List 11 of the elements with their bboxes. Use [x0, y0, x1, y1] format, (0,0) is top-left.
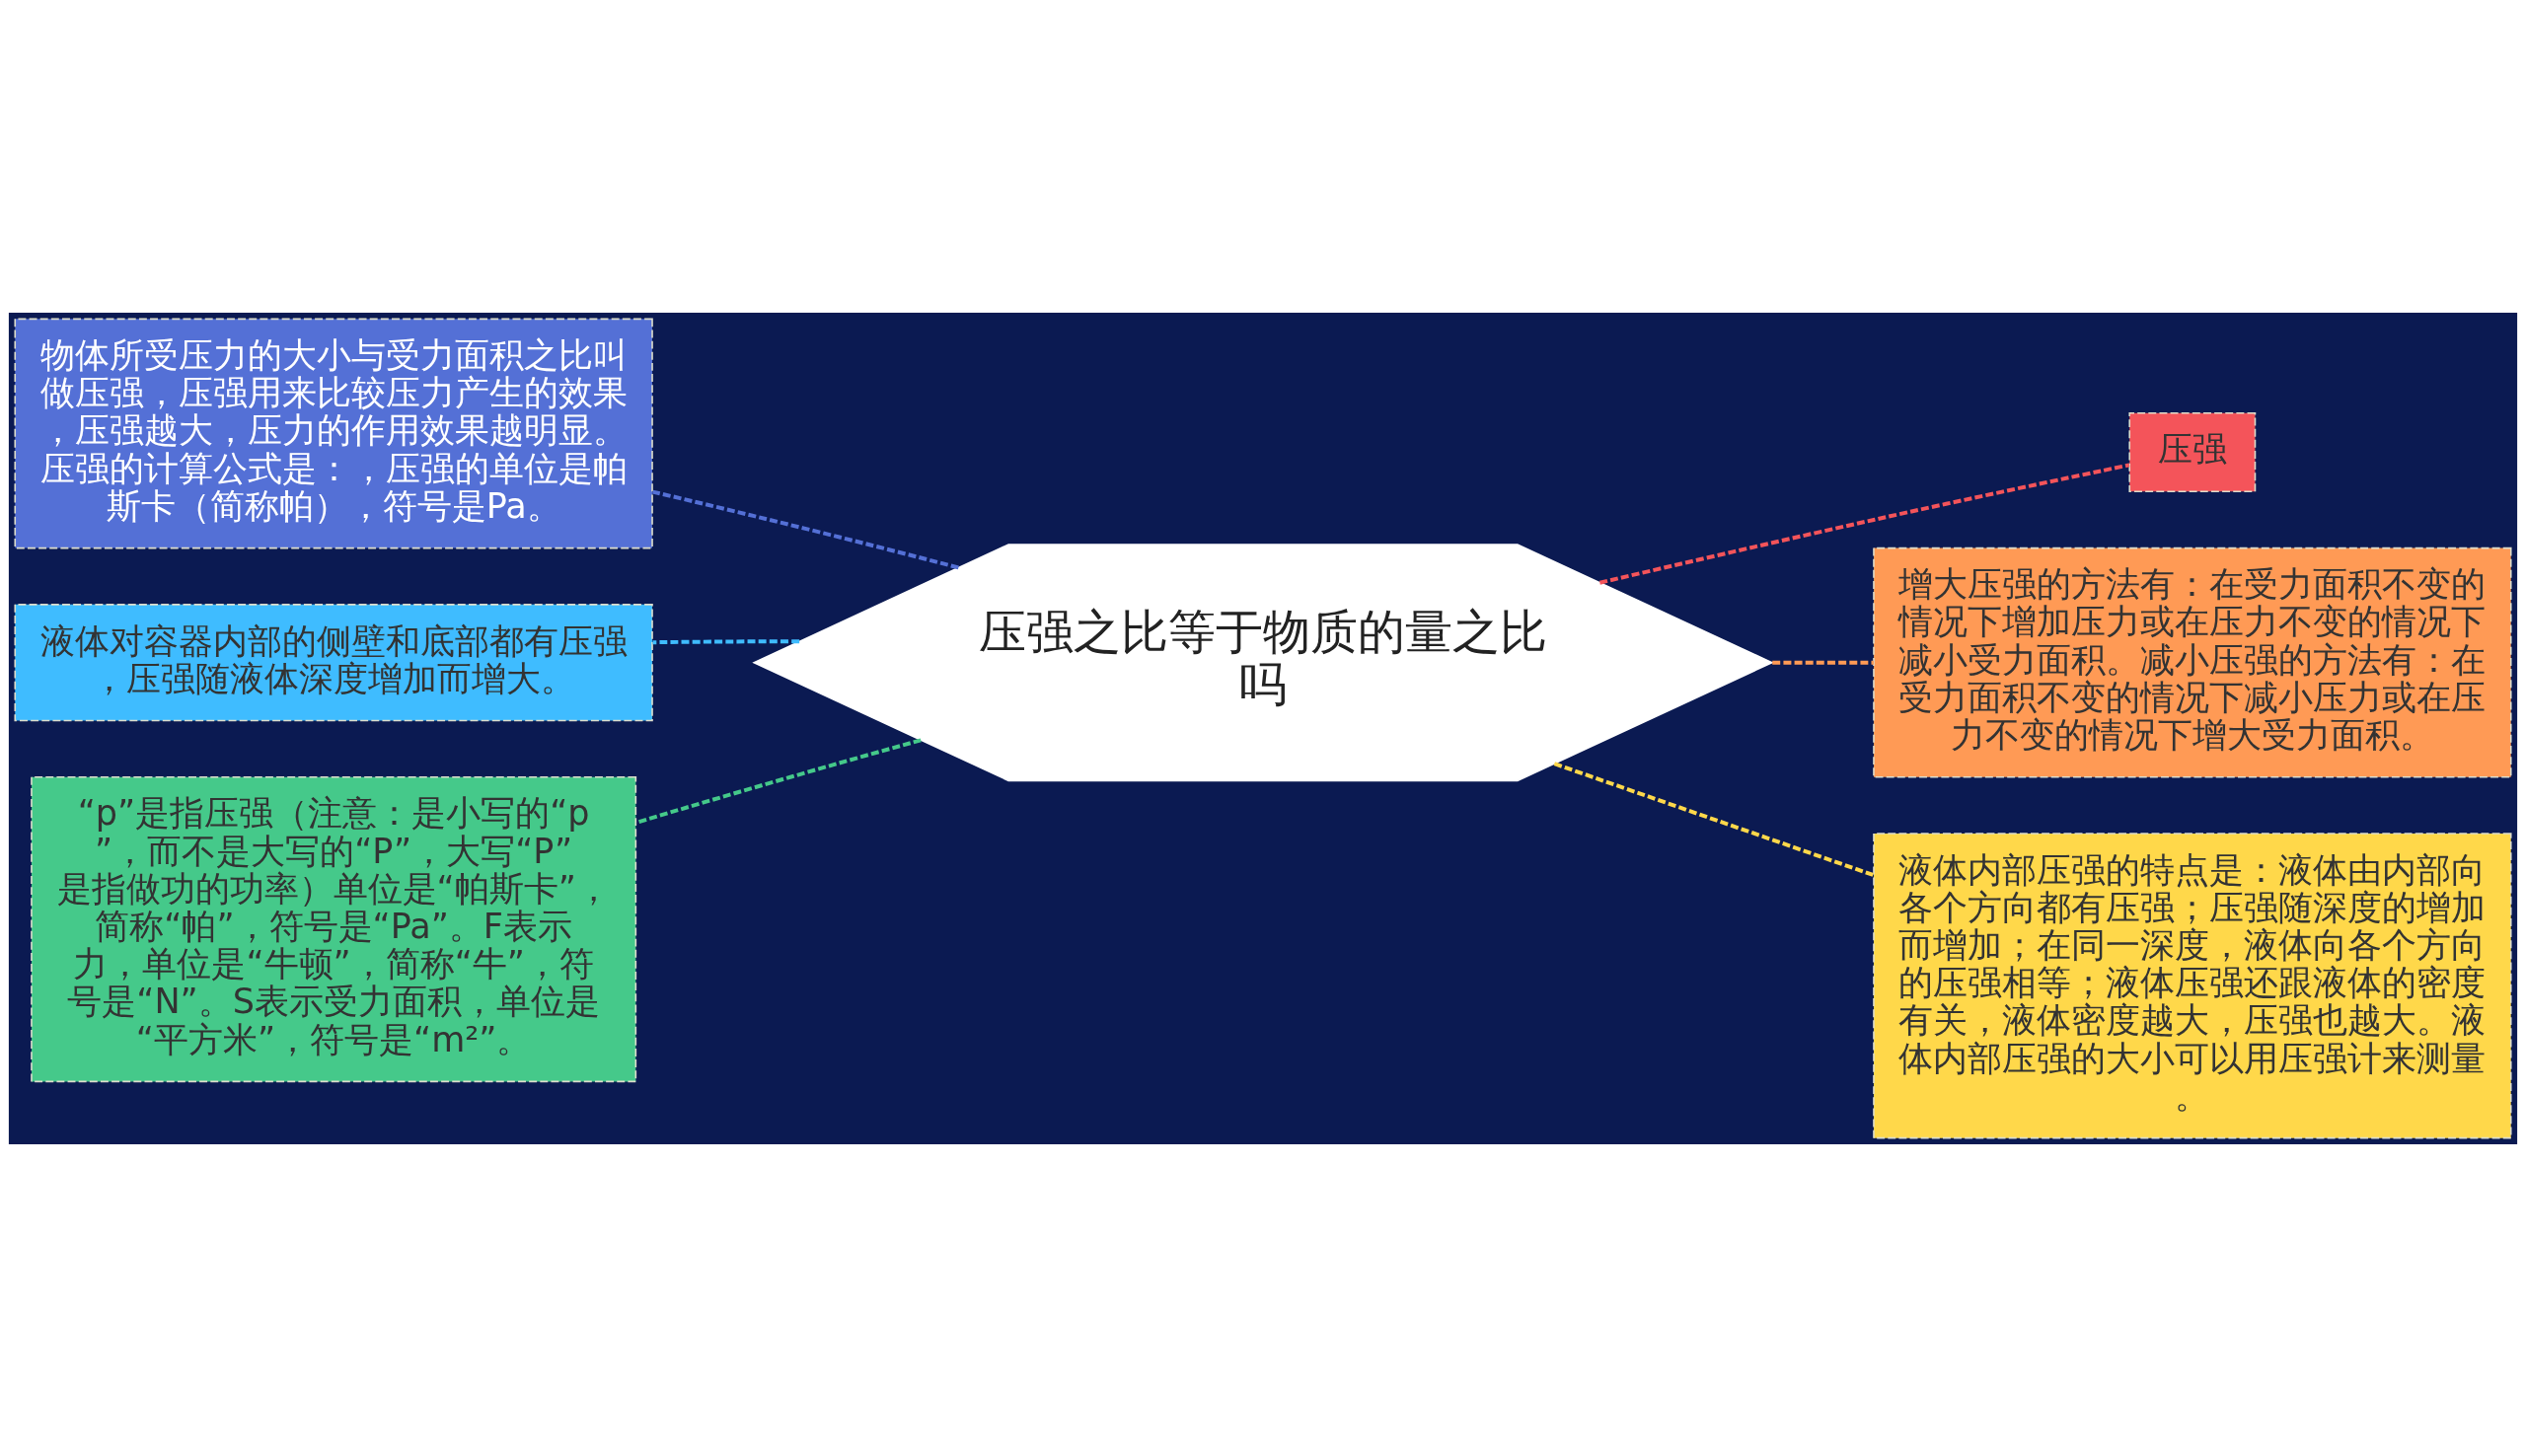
node-box: 增大压强的方法有：在受力面积不变的情况下增加压力或在压力不变的情况下减小受力面积。减小压强的方法有：在受力面积不变的情况下减小压力或在压力不变的情况下增大受力面积。 — [1873, 546, 2512, 778]
node-box: “p”是指压强（注意：是小写的“p”，而不是大写的“P”，大写“P”是指做功的功率）单位是“帕斯卡”，简称“帕”，符号是“Pa”。F表示力，单位是“牛顿”，简称“牛”，符号是“N”。S表示受力面积，单位是“平方米”，符号是“m²”。 — [31, 775, 637, 1082]
connector — [1553, 761, 1875, 877]
connector — [1598, 463, 2130, 585]
connector — [1772, 660, 1874, 665]
node-box: 物体所受压力的大小与受力面积之比叫做压强，压强用来比较压力产生的效果，压强越大，压力的作用效果越明显。压强的计算公式是：，压强的单位是帕斯卡（简称帕），符号是Pa。 — [14, 318, 653, 548]
node-box: 压强 — [2128, 411, 2257, 492]
node-box: 液体内部压强的特点是：液体由内部向各个方向都有压强；压强随深度的增加而增加；在同一深度，液体向各个方向的压强相等；液体压强还跟液体的密度有关，液体密度越大，压强也越大。液体内部压强的大小可以用压强计来测量。 — [1873, 832, 2512, 1138]
connector — [652, 638, 800, 644]
connector — [652, 489, 959, 569]
node-box: 液体对容器内部的侧壁和底部都有压强，压强随液体深度增加而增大。 — [14, 603, 653, 721]
